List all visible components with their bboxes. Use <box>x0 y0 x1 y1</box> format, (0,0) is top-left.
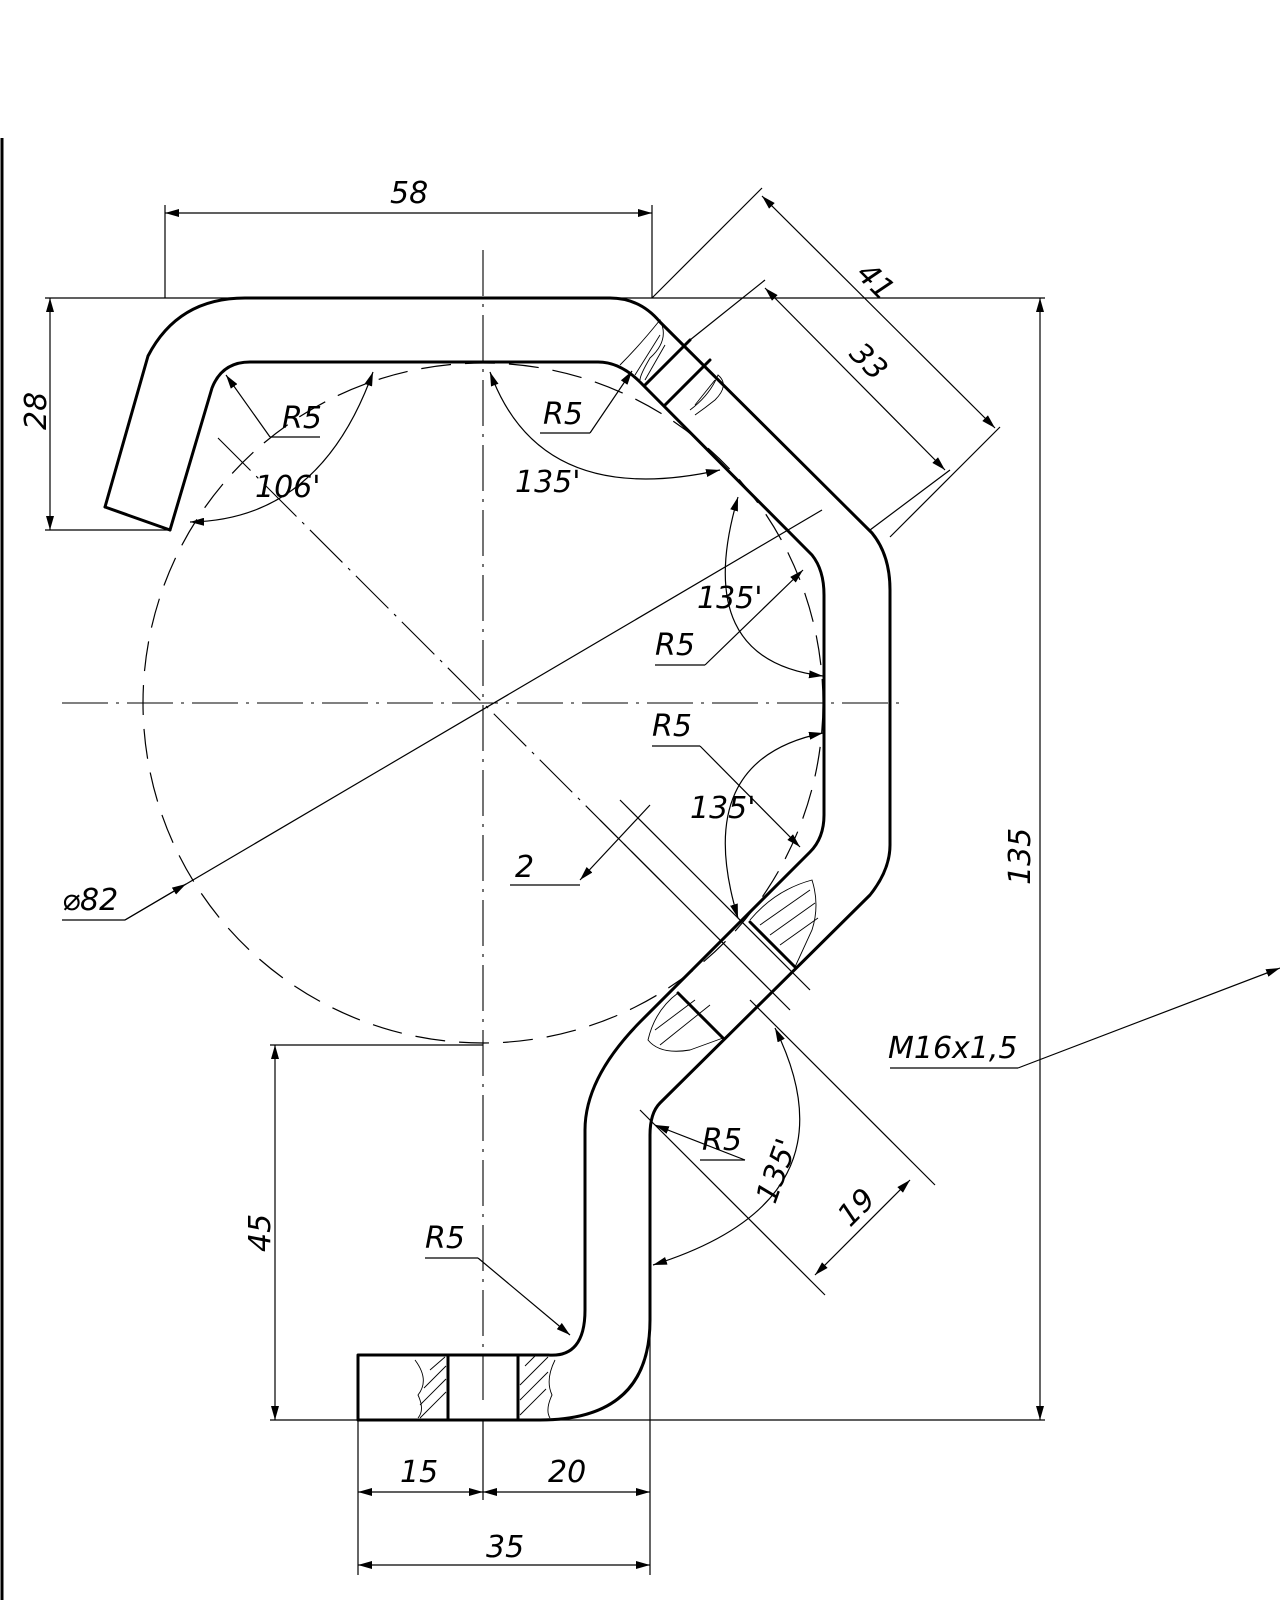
dim-45: 45 <box>243 1214 278 1252</box>
dim-41: 41 <box>849 256 901 308</box>
radius-label: R5 <box>543 397 583 432</box>
dimension-lines <box>45 187 1280 1575</box>
angle-label: 135' <box>697 581 763 616</box>
angle-label: 135' <box>750 1134 805 1208</box>
angle-label: 106' <box>255 470 321 505</box>
dim-28: 28 <box>19 392 54 430</box>
dim-thread: M16x1,5 <box>888 1031 1018 1066</box>
angle-arcs <box>189 371 824 1266</box>
hatching <box>414 319 819 1419</box>
radius-label: R5 <box>282 401 322 436</box>
dim-20: 20 <box>548 1455 586 1490</box>
part-outline <box>103 296 892 1422</box>
dim-35: 35 <box>486 1530 524 1565</box>
angle-label: 135' <box>690 791 756 826</box>
angle-label: 135' <box>515 465 581 500</box>
dim-15: 15 <box>400 1455 438 1490</box>
dim-58: 58 <box>390 176 428 211</box>
radius-label: R5 <box>655 628 695 663</box>
dim-diameter: ⌀82 <box>62 883 118 918</box>
dim-135: 135 <box>1003 828 1038 885</box>
dim-19: 19 <box>831 1182 883 1234</box>
radius-label: R5 <box>652 709 692 744</box>
dim-2: 2 <box>515 850 534 885</box>
radius-label: R5 <box>425 1221 465 1256</box>
radius-label: R5 <box>702 1123 742 1158</box>
dim-33: 33 <box>842 336 894 388</box>
